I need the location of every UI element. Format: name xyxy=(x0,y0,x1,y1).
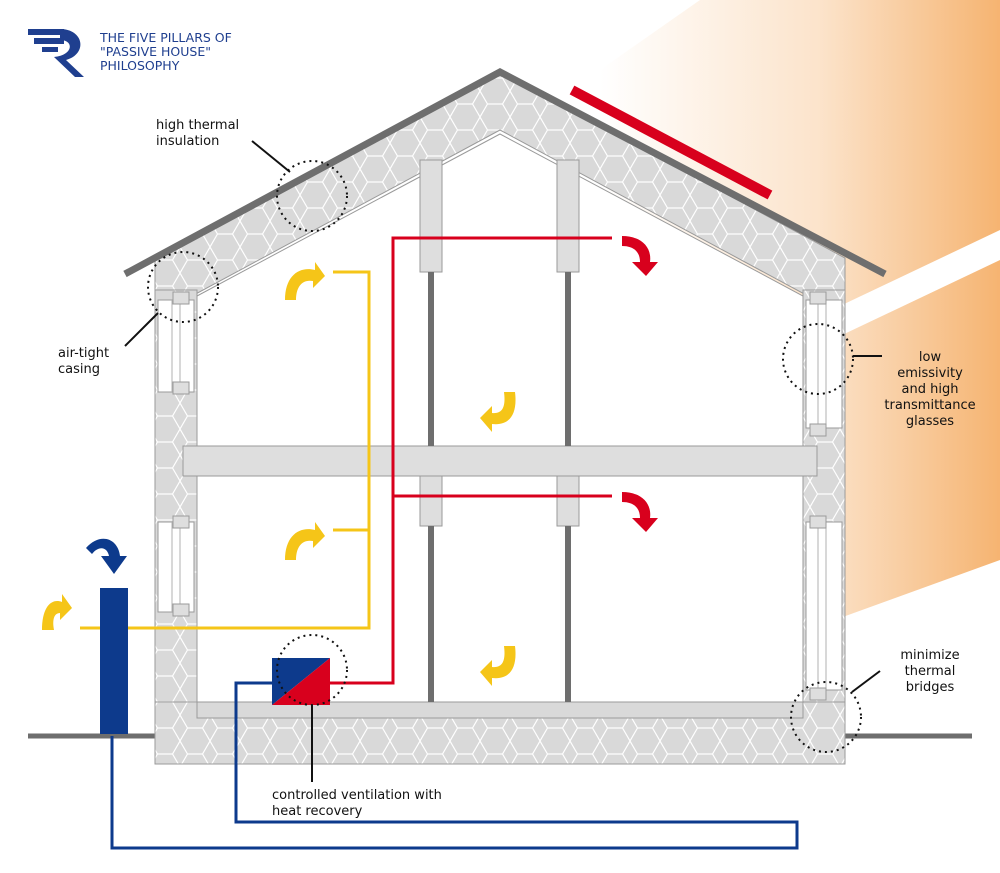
label-line: heat recovery xyxy=(272,804,363,819)
label-line: controlled ventilation with xyxy=(272,788,442,803)
label-line: glasses xyxy=(905,414,955,429)
label-line: air-tight xyxy=(58,346,110,361)
label-line: low xyxy=(918,350,942,365)
title-line: "PASSIVE HOUSE" xyxy=(100,44,211,59)
return-air-arrow xyxy=(480,392,516,432)
cold-air-arrow xyxy=(42,594,72,630)
hot-air-arrow xyxy=(622,236,658,276)
label-line: transmittance xyxy=(884,398,976,413)
label-line: insulation xyxy=(156,134,220,149)
return-air-arrow xyxy=(480,646,516,686)
cold-air-duct xyxy=(110,681,799,850)
label-line: high thermal xyxy=(156,118,240,133)
solar-panel xyxy=(569,85,773,200)
label-line: casing xyxy=(58,362,100,377)
label-line: and high xyxy=(901,382,959,397)
r-logo xyxy=(28,29,84,77)
leader-lines xyxy=(124,140,882,782)
air-intake-stack xyxy=(100,588,128,734)
warm-air-arrow xyxy=(285,522,325,560)
label-low-emissivity-glasses: low emissivity and high transmittance gl… xyxy=(870,350,990,430)
label-line: emissivity xyxy=(897,366,963,381)
label-controlled-ventilation: controlled ventilation with heat recover… xyxy=(272,788,442,820)
hot-air-duct xyxy=(330,236,612,685)
page-title: THE FIVE PILLARS OF "PASSIVE HOUSE" PHIL… xyxy=(100,31,232,73)
title-line: PHILOSOPHY xyxy=(100,58,180,73)
roof xyxy=(123,68,887,278)
label-line: minimize xyxy=(900,648,960,663)
label-high-thermal-insulation: high thermal insulation xyxy=(156,118,239,150)
label-line: bridges xyxy=(905,680,955,695)
title-line: THE FIVE PILLARS OF xyxy=(100,30,232,45)
outside-air-arrow xyxy=(86,538,127,574)
fresh-air-duct xyxy=(80,270,371,630)
label-air-tight-casing: air-tight casing xyxy=(58,346,109,378)
hot-air-arrow xyxy=(622,492,658,532)
heat-recovery-unit xyxy=(272,658,330,705)
label-minimize-thermal-bridges: minimize thermal bridges xyxy=(880,648,980,696)
warm-air-arrow xyxy=(285,262,325,300)
label-line: thermal xyxy=(904,664,956,679)
